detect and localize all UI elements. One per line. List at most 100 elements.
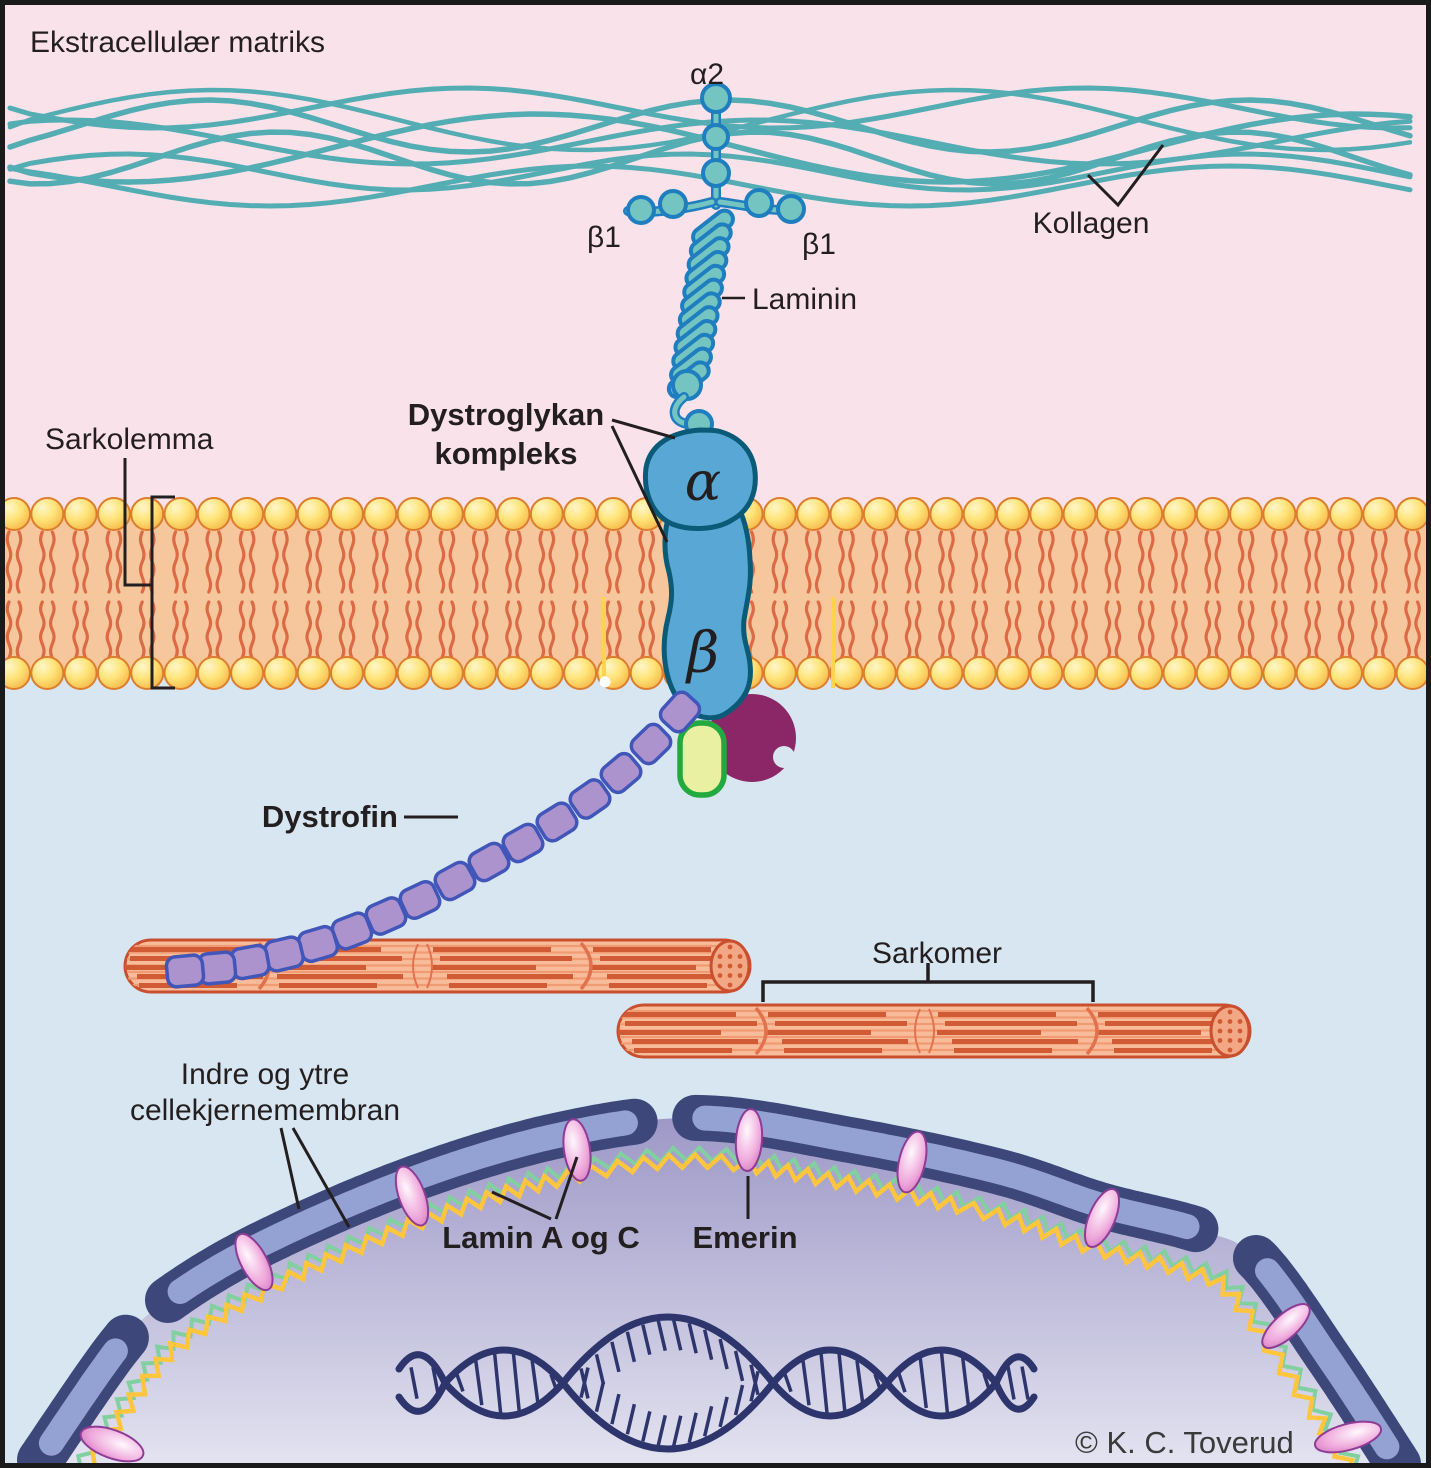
dna-base-tick	[625, 1403, 637, 1435]
lipid-head	[929, 497, 964, 531]
dna-base-tick	[530, 1360, 540, 1406]
lipid-tail	[471, 600, 479, 660]
lipid-head	[230, 497, 265, 531]
lipid-tail	[971, 530, 978, 594]
lipid-tail	[1214, 530, 1222, 594]
lipid-tail	[1247, 530, 1255, 594]
lipid-tail	[615, 600, 622, 660]
myofibril-dark-band	[634, 1048, 732, 1053]
myofibril-dark-band	[767, 1030, 871, 1035]
myofibril-dark-band	[440, 956, 572, 961]
lipid-head	[563, 656, 598, 690]
lipid-tail	[771, 530, 779, 594]
white-dot	[599, 676, 611, 688]
lipid-tail	[415, 600, 422, 660]
label-laminin-beta1-right: β1	[802, 228, 836, 261]
lipid-head	[862, 656, 897, 690]
lipid-tail	[615, 530, 622, 594]
dystrophin-bead	[164, 953, 206, 989]
cap-dot	[1237, 1028, 1243, 1034]
laminin-bead	[776, 194, 806, 224]
cap-dot	[1227, 1028, 1233, 1034]
myofibril-dark-band	[1098, 1012, 1216, 1017]
dna-base-tick	[511, 1352, 522, 1414]
lipid-tail	[548, 530, 556, 594]
cap-dot	[1237, 1019, 1243, 1024]
lipid-tail	[1004, 600, 1012, 660]
dna-base-tick	[718, 1338, 729, 1370]
lipid-tail	[771, 600, 779, 660]
z-disc-line	[1085, 1006, 1099, 1056]
lipid-tail	[1048, 600, 1055, 660]
myofibril-dark-band	[432, 965, 536, 970]
lipid-tail	[1371, 600, 1378, 660]
myofibril-dark-band	[593, 947, 711, 952]
lipid-tail	[115, 530, 123, 594]
lipid-tail	[781, 600, 789, 660]
lipid-head	[96, 656, 131, 690]
lipid-tail	[138, 530, 146, 594]
lipid-head	[563, 497, 598, 531]
lipid-head	[363, 656, 398, 690]
lipid-head	[230, 656, 265, 690]
lipid-tail	[1271, 600, 1278, 660]
lipid-head	[1095, 656, 1130, 690]
lipid-tail	[515, 530, 522, 594]
myofibril-dark-band	[625, 1021, 757, 1026]
lipid-tail	[1014, 530, 1022, 594]
copyright-text: © K. C. Toverud	[1075, 1425, 1294, 1460]
lipid-tail	[538, 600, 546, 660]
lipid-tail	[648, 530, 655, 594]
lipid-head	[1395, 497, 1430, 531]
lipid-tail	[115, 600, 123, 660]
laminin-bead	[700, 82, 732, 114]
lipid-tail	[372, 600, 379, 660]
lipid-tail	[838, 530, 845, 594]
lipid-tail	[215, 530, 223, 594]
lipid-head	[163, 656, 198, 690]
dna-strand	[559, 1313, 777, 1387]
lipid-tail	[571, 600, 579, 660]
lipid-tail	[39, 530, 46, 594]
lipid-head	[996, 656, 1030, 690]
lipid-tail	[904, 530, 912, 594]
lipid-tail	[581, 530, 589, 594]
cap-dot	[717, 954, 723, 959]
kollagen-pointer	[1086, 144, 1165, 208]
cap-dot	[727, 944, 733, 950]
lipid-head	[1229, 497, 1264, 531]
myofibril-dark-band	[782, 1039, 908, 1044]
lipid-head	[1029, 656, 1064, 690]
myofibril-dark-band	[609, 983, 707, 988]
lipid-tail	[372, 530, 379, 594]
lipid-tail	[804, 530, 812, 594]
lipid-tail	[15, 600, 23, 660]
dna-base-tick	[656, 1414, 667, 1446]
lipid-tail	[1281, 530, 1288, 594]
lipid-tail	[881, 530, 889, 594]
myofibril-dark-band	[600, 956, 732, 961]
lipid-head	[596, 497, 631, 531]
lipid-tail	[1347, 530, 1355, 594]
dystrophin-bead	[501, 822, 545, 864]
label-laminin: Laminin	[752, 283, 857, 316]
lipid-tail	[348, 530, 356, 594]
emerin-protein	[896, 1130, 928, 1194]
lipid-head	[1395, 656, 1430, 690]
dna-base-tick	[1020, 1366, 1030, 1400]
emerin-protein	[1261, 1303, 1311, 1349]
lipid-head	[1362, 656, 1397, 690]
myofibril-dark-band	[618, 1030, 721, 1035]
beta-dystroglycan-body	[661, 491, 753, 721]
lamin-pointer	[554, 1156, 579, 1220]
lipid-head	[962, 497, 997, 531]
lipid-tail	[172, 600, 179, 660]
label-dystroglycan-complex-line2: kompleks	[434, 436, 577, 471]
lipid-tail	[1014, 600, 1022, 660]
dna-strand	[395, 1379, 449, 1415]
dna-strand	[992, 1353, 1038, 1387]
label-kollagen: Kollagen	[1033, 207, 1150, 240]
nuclear-membrane-pointer	[279, 1127, 301, 1210]
emerin-protein	[1313, 1420, 1383, 1454]
lipid-head	[529, 656, 564, 690]
